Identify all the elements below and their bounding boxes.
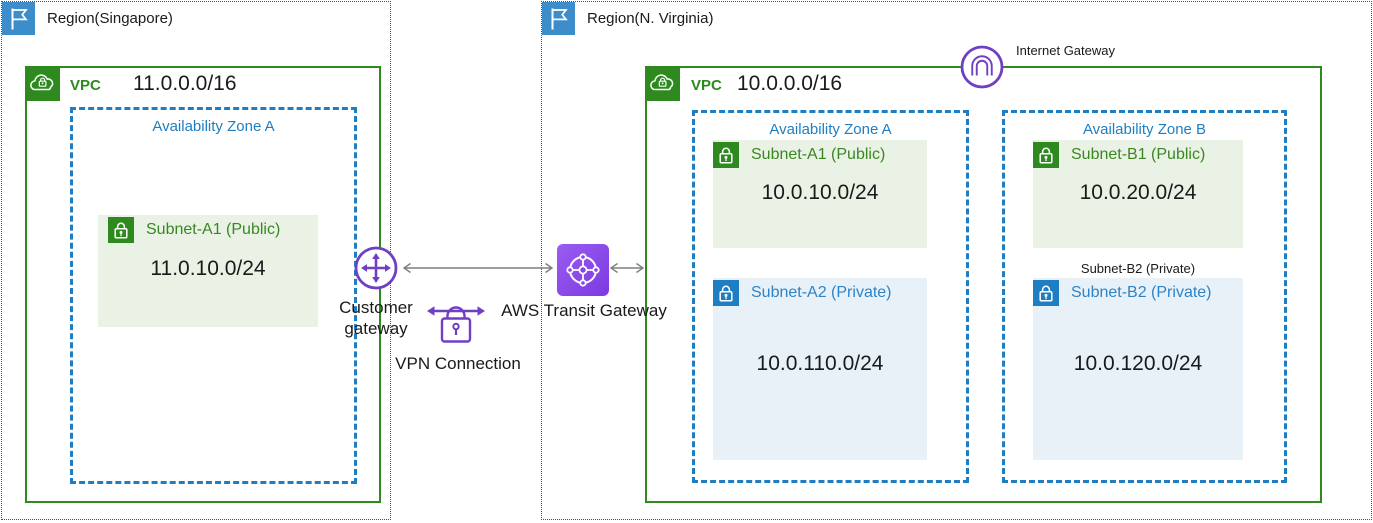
customer-gateway-label: Customer gateway bbox=[339, 298, 413, 338]
subnet-cidr: 10.0.120.0/24 bbox=[1073, 352, 1203, 375]
subnet-b2-note: Subnet-B2 (Private) bbox=[1080, 261, 1196, 276]
vpc-label: VPC bbox=[70, 77, 101, 94]
subnet-name: Subnet-A1 (Public) bbox=[146, 221, 281, 238]
vpc-cloud-icon bbox=[25, 66, 60, 101]
vpn-connection-label: VPN Connection bbox=[395, 354, 521, 373]
vpc-label: VPC bbox=[691, 77, 722, 94]
az-label: Availability Zone A bbox=[769, 121, 892, 138]
vpc-cidr: 10.0.0.0/16 bbox=[737, 72, 843, 95]
vpc-cloud-icon bbox=[645, 66, 680, 101]
customer-gateway-icon bbox=[353, 245, 399, 291]
subnet-lock-icon bbox=[108, 217, 134, 243]
region-singapore-title: Region(Singapore) bbox=[47, 10, 173, 27]
transit-gateway-label: AWS Transit Gateway bbox=[501, 301, 667, 320]
internet-gateway-icon bbox=[959, 44, 1005, 90]
vpn-connection-icon bbox=[425, 298, 487, 348]
transit-gateway-icon bbox=[557, 244, 609, 296]
subnet-name: Subnet-A1 (Public) bbox=[751, 146, 886, 163]
az-label: Availability Zone A bbox=[152, 118, 275, 135]
subnet-cidr: 11.0.10.0/24 bbox=[150, 257, 266, 280]
subnet-b1-nvirginia: Subnet-B1 (Public) 10.0.20.0/24 bbox=[1033, 140, 1243, 248]
arrow-cgw-tgw bbox=[401, 261, 555, 275]
subnet-a2-nvirginia: Subnet-A2 (Private) 10.0.110.0/24 bbox=[713, 278, 927, 460]
availability-zone-a-singapore: Availability Zone A bbox=[70, 107, 357, 484]
subnet-lock-icon bbox=[713, 142, 739, 168]
subnet-cidr: 10.0.20.0/24 bbox=[1079, 181, 1197, 204]
subnet-lock-icon bbox=[713, 280, 739, 306]
subnet-cidr: 10.0.10.0/24 bbox=[761, 181, 879, 204]
arrow-tgw-vpc bbox=[608, 261, 646, 275]
subnet-lock-icon bbox=[1033, 280, 1059, 306]
subnet-b2-nvirginia: Subnet-B2 (Private) 10.0.120.0/24 bbox=[1033, 278, 1243, 460]
az-label: Availability Zone B bbox=[1082, 121, 1207, 138]
region-flag-icon bbox=[542, 2, 575, 35]
availability-zone-a-nvirginia: Availability Zone A bbox=[692, 110, 969, 483]
region-nvirginia-title: Region(N. Virginia) bbox=[587, 10, 714, 27]
region-flag-icon bbox=[2, 2, 35, 35]
subnet-a1-singapore: Subnet-A1 (Public) 11.0.10.0/24 bbox=[98, 215, 318, 327]
subnet-name: Subnet-A2 (Private) bbox=[751, 284, 892, 301]
availability-zone-b-nvirginia: Availability Zone B bbox=[1002, 110, 1287, 483]
subnet-name: Subnet-B2 (Private) bbox=[1071, 284, 1212, 301]
vpc-cidr: 11.0.0.0/16 bbox=[133, 72, 237, 95]
internet-gateway-label: Internet Gateway bbox=[1016, 43, 1115, 58]
subnet-a1-nvirginia: Subnet-A1 (Public) 10.0.10.0/24 bbox=[713, 140, 927, 248]
subnet-lock-icon bbox=[1033, 142, 1059, 168]
subnet-name: Subnet-B1 (Public) bbox=[1071, 146, 1206, 163]
subnet-cidr: 10.0.110.0/24 bbox=[756, 352, 884, 375]
